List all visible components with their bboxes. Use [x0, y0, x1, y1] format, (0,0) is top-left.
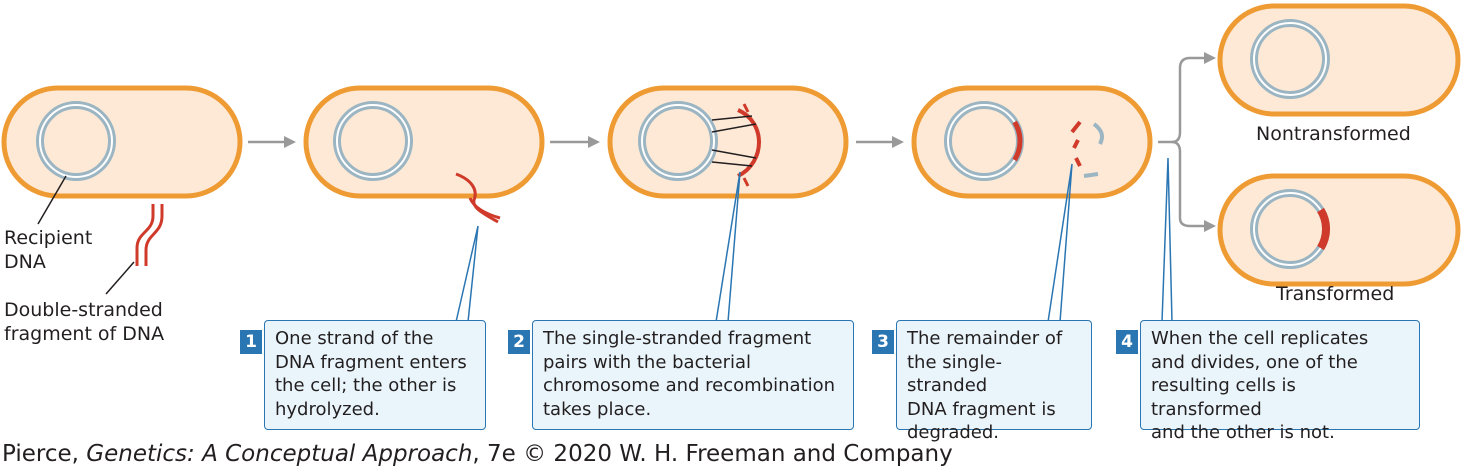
- cell-3: [607, 85, 849, 199]
- step-4-badge: 4: [1116, 330, 1138, 354]
- step-3-text: The remainder of the single-stranded DNA…: [907, 328, 1063, 443]
- integrated-dna-segment: [1012, 120, 1023, 162]
- step-4-box: When the cell replicates and divides, on…: [1140, 320, 1420, 443]
- transformed-label: Transformed: [1276, 283, 1395, 305]
- entering-dna-fragment: [455, 172, 501, 224]
- step-3-badge: 3: [872, 330, 894, 354]
- cell-nontransformed: [1217, 3, 1461, 117]
- label-leaders: [37, 175, 135, 295]
- arrows: [248, 52, 1216, 232]
- step-4-text: When the cell replicates and divides, on…: [1151, 328, 1369, 443]
- recipient-dna-label: Recipient DNA: [4, 227, 93, 273]
- pairing-dna-fragment: [711, 103, 761, 187]
- step-2-text: The single-stranded fragment pairs with …: [543, 328, 836, 420]
- credit-suffix: , 7e © 2020 W. H. Freeman and Company: [472, 441, 953, 467]
- step-1-badge: 1: [240, 330, 262, 354]
- step-2-badge: 2: [508, 330, 530, 354]
- degraded-fragments: [1070, 120, 1104, 178]
- double-stranded-fragment-label: Double-stranded fragment of DNA: [4, 299, 165, 345]
- step-2-box: The single-stranded fragment pairs with …: [532, 320, 854, 430]
- step-1-box: One strand of the DNA fragment enters th…: [264, 320, 486, 430]
- step-1-text: One strand of the DNA fragment enters th…: [275, 328, 467, 420]
- cell-2: [303, 85, 545, 199]
- credit-title: Genetics: A Conceptual Approach: [86, 441, 473, 467]
- cell-4: [911, 85, 1153, 199]
- callout-pointers: [455, 157, 1173, 323]
- double-stranded-dna-fragment: [135, 204, 164, 266]
- cell-1: [1, 85, 243, 199]
- nontransformed-label: Nontransformed: [1256, 123, 1411, 145]
- cell-transformed: [1217, 173, 1461, 287]
- step-3-box: The remainder of the single-stranded DNA…: [896, 320, 1092, 443]
- credit-line: Pierce, Genetics: A Conceptual Approach,…: [2, 438, 953, 470]
- credit-prefix: Pierce,: [2, 441, 87, 467]
